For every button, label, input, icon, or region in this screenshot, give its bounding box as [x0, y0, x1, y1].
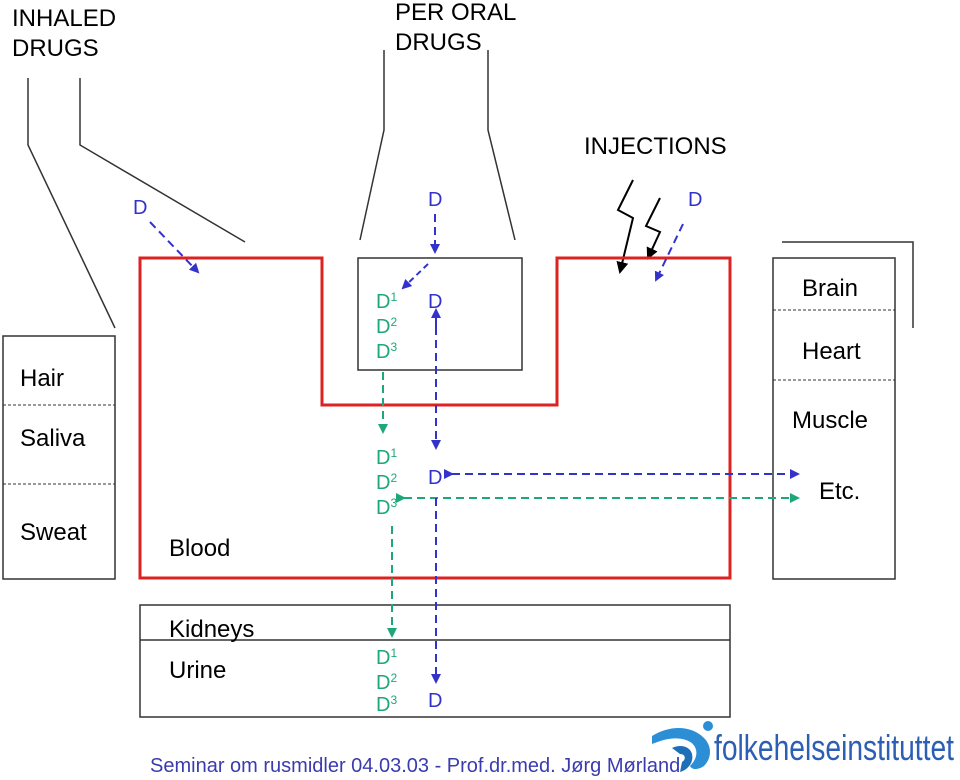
fhi-logo: folkehelseinstituttet [652, 721, 954, 772]
urine-drug-label: D [428, 690, 442, 712]
oral-title-line1: PER ORAL [395, 0, 516, 26]
airway-funnel [27, 78, 246, 329]
oral-funnel [359, 50, 516, 241]
tissue-compartment [772, 257, 896, 580]
injection-entry-arrow [654, 223, 684, 282]
injections-title: INJECTIONS [584, 133, 727, 160]
blood-metabolite-2: D2 [376, 471, 397, 494]
urine-metabolite-2: D2 [376, 671, 397, 694]
logo-figure-icon [672, 746, 693, 772]
saliva-label: Saliva [20, 425, 86, 452]
inhaled-title-line1: INHALED [12, 5, 116, 32]
etc-label: Etc. [819, 478, 860, 505]
blood-drug-label: D [428, 467, 442, 489]
urine-metabolite-1: D1 [376, 646, 397, 669]
blood-compartment [138, 256, 732, 580]
inhaled-title-line2: DRUGS [12, 35, 99, 62]
tissue-inlet-outline [782, 241, 914, 328]
oral-drug-label: D [428, 189, 442, 211]
urine-metabolite-3: D3 [376, 693, 397, 716]
brain-label: Brain [802, 275, 858, 302]
oral-title-line2: DRUGS [395, 29, 482, 56]
first-pass-metabolism-arrow [401, 263, 429, 290]
blood-metabolite-3: D3 [376, 496, 397, 519]
inhaled-entry-arrow [149, 221, 200, 274]
urine-metabolites: D1 D2 D3 [376, 646, 397, 716]
blood-metabolite-1: D1 [376, 446, 397, 469]
muscle-label: Muscle [792, 407, 868, 434]
gut-drug-label: D [428, 291, 442, 313]
excretion-compartment [2, 335, 116, 580]
hair-label: Hair [20, 365, 64, 392]
kidneys-label: Kidneys [169, 616, 254, 643]
blood-metabolites: D1 D2 D3 [376, 446, 397, 519]
injected-drug-label: D [688, 189, 702, 211]
sweat-label: Sweat [20, 519, 87, 546]
gut-metabolite-1: D1 [376, 290, 397, 313]
gut-metabolites: D1 D2 D3 [376, 290, 397, 363]
gut-metabolite-2: D2 [376, 315, 397, 338]
blood-label: Blood [169, 535, 230, 562]
heart-label: Heart [802, 338, 861, 365]
urine-label: Urine [169, 657, 226, 684]
logo-text: folkehelseinstituttet [714, 727, 954, 768]
logo-dot-icon [703, 721, 713, 731]
lightning-bolt-icon [616, 179, 635, 274]
inhaled-drug-label: D [133, 197, 147, 219]
gut-metabolite-3: D3 [376, 340, 397, 363]
footer-text: Seminar om rusmidler 04.03.03 - Prof.dr.… [150, 755, 680, 777]
lightning-bolt-icon [644, 197, 662, 260]
logo-swoosh-icon [652, 728, 710, 769]
